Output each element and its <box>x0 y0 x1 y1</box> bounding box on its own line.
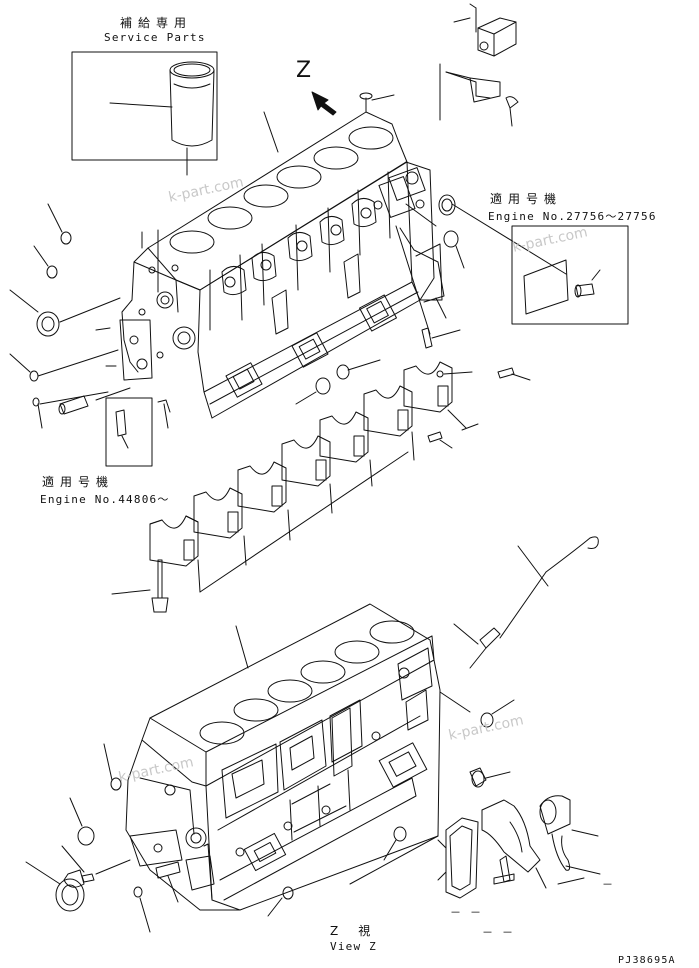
view-z-label-en: View Z <box>330 940 377 953</box>
engine-apply-label-jp-1: 適用号機 <box>490 192 563 206</box>
dash-mark-1: － <box>602 878 615 891</box>
service-parts-box <box>71 51 218 176</box>
engine-apply-box-left <box>105 397 153 467</box>
view-z-label-jp: Z 視 <box>330 924 375 938</box>
top-right-sensor-assembly <box>439 3 519 127</box>
upper-callouts <box>9 92 395 429</box>
dash-mark-2: － － <box>450 906 483 919</box>
upper-engine-block <box>119 111 443 419</box>
main-bearing-caps <box>111 359 531 613</box>
engine-apply-box-right <box>511 225 629 325</box>
lower-engine-block <box>125 603 441 911</box>
engine-range-label-1: Engine No.27756～27756 <box>488 210 657 223</box>
view-marker-z: Z <box>296 58 312 83</box>
dash-mark-3: － － <box>482 926 515 939</box>
drawing-code: PJ38695A <box>618 955 676 966</box>
service-parts-label-jp: 補給専用 <box>120 16 193 30</box>
lower-callouts <box>25 625 601 933</box>
upper-right-plugs <box>395 194 567 349</box>
engine-apply-label-jp-2: 適用号機 <box>42 475 115 489</box>
service-parts-label-en: Service Parts <box>104 31 206 44</box>
engine-range-label-2: Engine No.44806～ <box>40 493 170 506</box>
dipstick <box>453 536 599 669</box>
z-arrow <box>311 91 337 116</box>
